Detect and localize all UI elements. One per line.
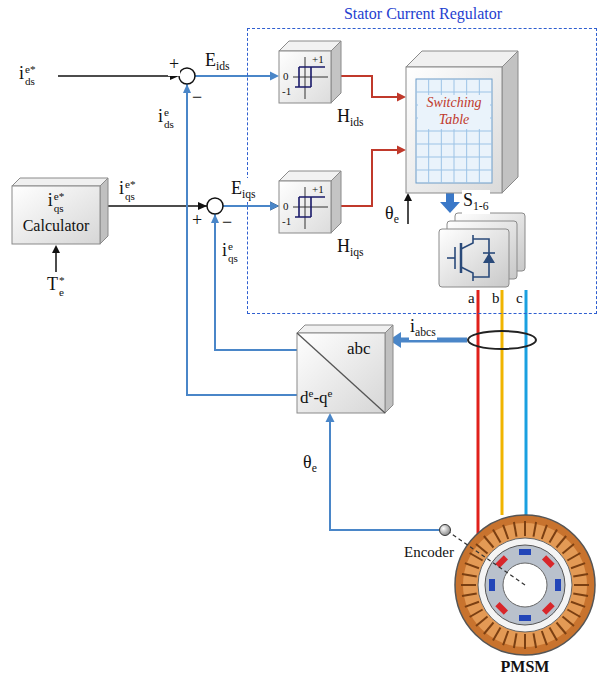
encoder: Encoder <box>439 524 451 536</box>
signal-label: T*e <box>46 274 66 298</box>
signal-label: Hids <box>336 106 365 130</box>
arrow-head <box>270 202 279 211</box>
block-box: ie*qsCalculator <box>12 178 108 244</box>
connector <box>326 413 440 530</box>
connector-line <box>341 150 399 206</box>
block-text: +1 <box>312 183 324 196</box>
arrow-head <box>326 413 335 422</box>
block-text: Encoder <box>404 543 454 561</box>
connector <box>502 309 503 515</box>
sign-label: + <box>168 54 180 76</box>
arrow-head <box>270 72 279 81</box>
signal-label: ieds <box>157 106 175 130</box>
arrow-head <box>397 93 406 102</box>
connector <box>341 76 406 102</box>
signal-label: ie*ds <box>18 63 37 87</box>
connector <box>341 146 406 207</box>
connector-line <box>341 76 399 97</box>
sign-label: + <box>191 210 203 232</box>
angle-input-arrow <box>404 193 412 224</box>
signal-label: iabcs <box>409 316 437 340</box>
block-text: -1 <box>282 85 291 98</box>
block-text: 0 <box>283 200 289 213</box>
block-box: abc <box>439 213 531 309</box>
regulator-region: Stator Current Regulator+10-1Switching T… <box>247 28 597 314</box>
signal-label: S1-6 <box>462 190 490 214</box>
reference-input-line <box>58 72 179 80</box>
block-text: Calculator <box>12 216 100 235</box>
block-drawing <box>455 515 595 655</box>
signal-label: ieqs <box>221 240 239 264</box>
block-text: Stator Current Regulator <box>248 4 598 23</box>
block-text: Switching Table <box>418 95 490 129</box>
phase-wires <box>478 290 526 534</box>
torque-input-arrow <box>52 245 60 272</box>
signal-label: Eiqs <box>230 178 257 202</box>
arrow-head <box>270 202 279 211</box>
block-box: +1 0 -1 <box>279 41 341 103</box>
block-text: PMSM <box>455 657 595 676</box>
arrow-head <box>397 146 406 155</box>
sign-label: − <box>191 87 203 109</box>
block-text: a <box>468 289 475 307</box>
block-text: b <box>492 289 500 307</box>
connector <box>215 202 297 351</box>
signal-label: θe <box>302 452 318 476</box>
block-text: 0 <box>283 70 289 83</box>
block-drawing <box>297 325 393 413</box>
connector-line <box>187 76 297 395</box>
block-box: +1 0 -1 <box>279 171 341 233</box>
signal-label: Hiqs <box>336 236 365 260</box>
signal-label: ie*qs <box>118 178 137 202</box>
block-text: c <box>516 289 523 307</box>
block-text: de-qe <box>300 387 332 408</box>
arrow-head <box>440 202 460 213</box>
sign-label: − <box>221 212 233 234</box>
block-text: +1 <box>312 53 324 66</box>
motor: PMSM <box>455 515 595 677</box>
block-box: abc de-qe <box>297 325 393 413</box>
block-text: ie*qs <box>12 190 100 214</box>
block-text: abc <box>347 339 371 359</box>
block-text: -1 <box>282 215 291 228</box>
connector-line <box>501 309 504 515</box>
signal-label: Eids <box>204 50 231 74</box>
current-sensor <box>468 331 536 349</box>
connector <box>440 193 460 213</box>
block-box: Switching Table <box>406 51 518 193</box>
signal-label: θe <box>384 203 400 227</box>
connector-line <box>330 420 439 530</box>
